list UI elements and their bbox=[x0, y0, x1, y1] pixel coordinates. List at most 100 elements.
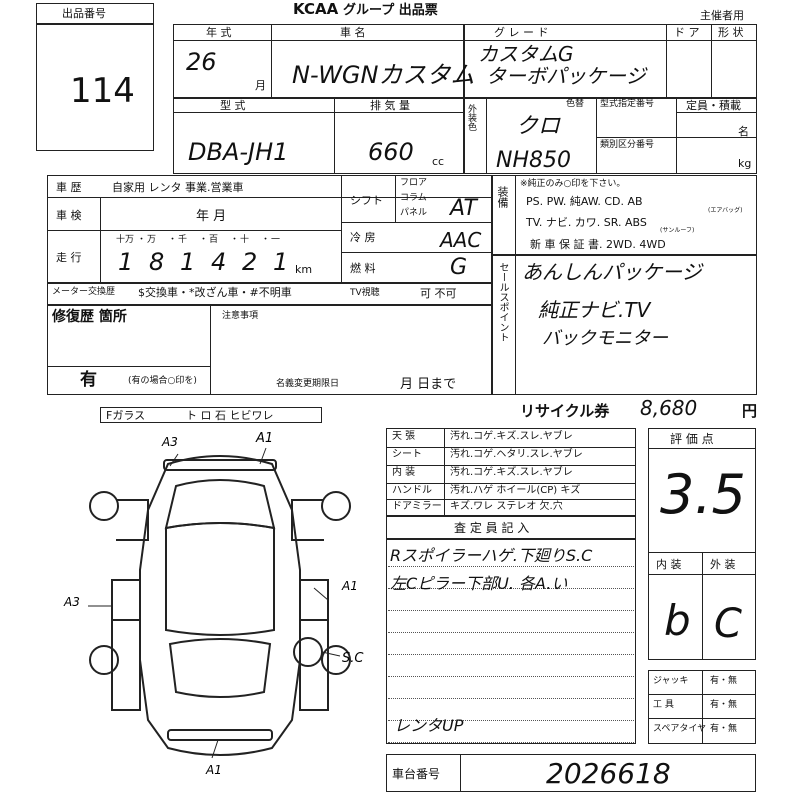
tool-value-0: 有・無 bbox=[710, 676, 738, 686]
shift-option-panel: パネル bbox=[400, 208, 428, 218]
sales-point-line3: バックモニター bbox=[542, 328, 668, 349]
organizer-label: 主催者用 bbox=[700, 9, 744, 22]
equipment-box bbox=[492, 175, 757, 255]
capacity-label: 定員・積載 bbox=[686, 99, 741, 112]
brand-logo: KCAA bbox=[293, 0, 339, 18]
mileage-unit-1: 万 bbox=[147, 235, 157, 245]
repair-circle-note: (有の場合○印を) bbox=[128, 376, 197, 386]
repair-label: 修復歴 箇所 bbox=[52, 309, 127, 325]
history-options: 自家用 レンタ 事業.営業車 bbox=[112, 181, 244, 194]
equipment-row2: TV. ナビ. カワ. SR. ABS bbox=[526, 216, 647, 229]
inspector-line2: 左Cピラー下部U. 各A.い bbox=[390, 574, 568, 593]
shift-value: AT bbox=[450, 196, 477, 221]
history-table bbox=[47, 175, 492, 305]
mileage-digit-3: 4 bbox=[211, 248, 227, 276]
notes-label: 注意事項 bbox=[222, 311, 259, 321]
grade-line2: ターボパッケージ bbox=[486, 64, 646, 88]
interior-row-options-4: キズ.ワレ ステレオ 欠.穴 bbox=[450, 501, 563, 512]
mileage-separator: ・ bbox=[261, 235, 271, 245]
inspector-ruled-line bbox=[388, 676, 634, 677]
sunroof-sub: (サンルーフ) bbox=[660, 227, 695, 234]
fuel-label: 燃 料 bbox=[350, 262, 376, 275]
door-label: ド ア bbox=[674, 26, 700, 39]
tool-value-1: 有・無 bbox=[710, 700, 738, 710]
mileage-separator: ・ bbox=[137, 235, 147, 245]
mileage-unit-2: 千 bbox=[178, 235, 188, 245]
mileage-unit-3: 百 bbox=[209, 235, 219, 245]
lot-label: 出品番号 bbox=[62, 7, 106, 20]
grade-line1: カスタムG bbox=[478, 42, 574, 66]
year-value: 26 bbox=[186, 48, 217, 76]
recycle-label: リサイクル券 bbox=[520, 402, 610, 420]
inspector-ruled-line bbox=[388, 698, 634, 699]
mileage-digit-4: 2 bbox=[242, 248, 258, 276]
model-label: 型 式 bbox=[220, 99, 246, 112]
shift-label: シフト bbox=[350, 194, 383, 207]
ac-label: 冷 房 bbox=[350, 231, 376, 244]
exterior-color-label: 外装色 bbox=[466, 104, 476, 131]
car-name-value: N-WGNカスタム bbox=[292, 61, 475, 89]
inspector-box bbox=[386, 516, 636, 744]
ac-value: AAC bbox=[440, 228, 482, 252]
rating-label: 評 価 点 bbox=[670, 432, 714, 446]
sales-point-line1: あんしんパッケージ bbox=[522, 260, 702, 284]
deadline-label: 名義変更期限日 bbox=[276, 379, 340, 389]
mark-front-left: A3 bbox=[161, 435, 178, 449]
chassis-value: 2026618 bbox=[546, 757, 671, 790]
color-swap-label: 色替 bbox=[566, 99, 585, 109]
shift-option-floor: フロア bbox=[400, 178, 428, 188]
mileage-unit-4: 十 bbox=[240, 235, 250, 245]
interior-row-label-0: 天 張 bbox=[392, 431, 416, 442]
tool-label-0: ジャッキ bbox=[653, 676, 689, 686]
mileage-digit-1: 8 bbox=[149, 248, 165, 276]
color-number: NH850 bbox=[496, 148, 571, 173]
displacement-label: 排 気 量 bbox=[370, 99, 410, 112]
km-label: km bbox=[295, 263, 313, 276]
inspector-ruled-line bbox=[388, 720, 634, 721]
interior-table bbox=[386, 428, 636, 516]
mark-left-side: A3 bbox=[63, 595, 80, 609]
capacity-unit: 名 bbox=[738, 125, 749, 138]
interior-row-options-2: 汚れ.コゲ.キズ.スレ.ヤブレ bbox=[450, 467, 573, 478]
tool-label-2: スペアタイヤ bbox=[653, 724, 707, 734]
tool-value-2: 有・無 bbox=[710, 724, 738, 734]
model-value: DBA-JH1 bbox=[188, 138, 289, 166]
shape-label: 形 状 bbox=[718, 26, 744, 39]
category-number-label: 類別区分番号 bbox=[600, 140, 655, 150]
inspector-ruled-line bbox=[388, 654, 634, 655]
equipment-label: 装備 bbox=[496, 186, 509, 208]
lot-number-box bbox=[36, 3, 154, 151]
deadline-units: 月 日まで bbox=[400, 377, 457, 392]
displacement-value: 660 bbox=[368, 138, 414, 166]
inspection-units: 年 月 bbox=[196, 209, 227, 224]
exterior-rating-value: C bbox=[714, 601, 742, 647]
interior-row-options-1: 汚れ.コゲ.ヘタリ.スレ.ヤブレ bbox=[450, 449, 583, 460]
month-label: 月 bbox=[255, 79, 266, 92]
tool-label-1: 工 具 bbox=[653, 700, 674, 710]
mileage-unit-5: 一 bbox=[271, 235, 281, 245]
shift-option-column: コラム bbox=[400, 193, 427, 203]
mileage-separator: ・ bbox=[230, 235, 240, 245]
cc-label: cc bbox=[432, 155, 445, 168]
meter-exchange-label: メーター交換歴 bbox=[52, 287, 116, 297]
mileage-label: 走 行 bbox=[56, 251, 82, 264]
interior-rating-label: 内 装 bbox=[656, 558, 682, 571]
glass-box bbox=[100, 407, 322, 423]
inspector-ruled-line bbox=[388, 742, 634, 743]
repair-value: 有 bbox=[80, 370, 97, 390]
car-diagram: A3 A1 A3 A1 S.C A1 bbox=[63, 431, 364, 777]
recycle-unit: 円 bbox=[742, 402, 758, 420]
mark-rear-right: S.C bbox=[342, 651, 364, 666]
type-designation-label: 型式指定番号 bbox=[600, 99, 655, 109]
chassis-label: 車台番号 bbox=[392, 767, 441, 781]
inspector-ruled-line bbox=[388, 588, 634, 589]
vehicle-table bbox=[173, 24, 757, 174]
chassis-box bbox=[386, 754, 756, 792]
recycle-value: 8,680 bbox=[640, 396, 698, 420]
mileage-digit-2: 1 bbox=[180, 248, 196, 276]
mileage-unit-0: 十万 bbox=[116, 235, 135, 245]
inspector-line3: レンタUP bbox=[394, 716, 464, 735]
sales-point-box bbox=[492, 255, 757, 395]
tv-label: TV視聴 bbox=[350, 288, 380, 298]
interior-row-label-1: シート bbox=[392, 449, 422, 460]
